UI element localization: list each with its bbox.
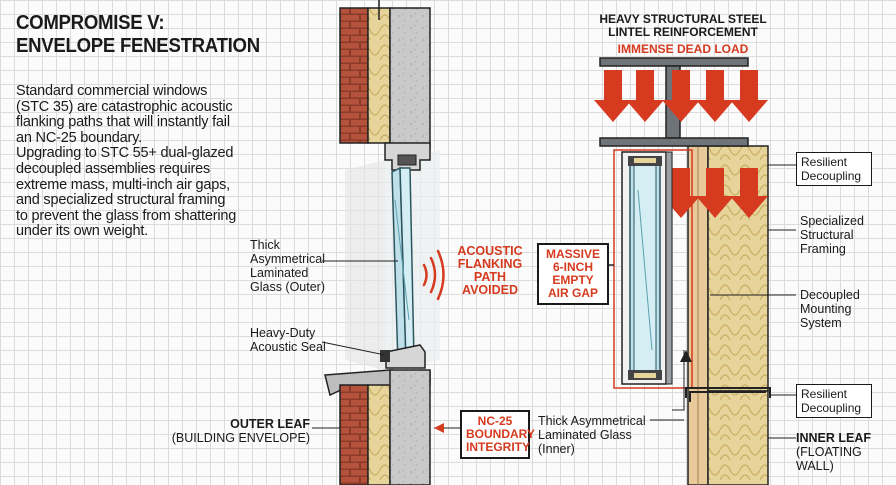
dead-load-arrows <box>594 70 768 218</box>
leader-lines-inner <box>650 164 796 439</box>
nc25-arrow-icon <box>434 423 444 433</box>
description-p1: Standard commercial windows (STC 35) are… <box>16 83 233 146</box>
dead-load-label: IMMENSE DEAD LOAD <box>617 42 749 56</box>
flanking-path-label: ACOUSTIC FLANKING PATH AVOIDED <box>457 244 523 297</box>
page-title: COMPROMISE V: ENVELOPE FENESTRATION <box>16 12 260 57</box>
structural-framing-label: Specialized Structural Framing <box>800 214 864 256</box>
lintel-title: HEAVY STRUCTURAL STEEL LINTEL REINFORCEM… <box>599 12 767 39</box>
resilient-decoupling-bottom: Resilient Decoupling <box>796 384 872 418</box>
description: Standard commercial windows (STC 35) are… <box>16 83 238 240</box>
inner-leaf-label: INNER LEAF (FLOATING WALL) <box>796 431 871 473</box>
mounting-system-label: Decoupled Mounting System <box>800 288 860 330</box>
outer-wall-upper <box>339 0 431 149</box>
resilient-brackets <box>685 387 771 402</box>
description-p2: Upgrading to STC 55+ dual-glazed decoupl… <box>16 145 237 240</box>
outer-wall-lower <box>339 369 431 485</box>
acoustic-seal-label: Heavy-Duty Acoustic Seal <box>250 326 326 354</box>
sound-wave-icon <box>422 249 445 301</box>
outer-glass-label: Thick Asymmetrical Laminated Glass (Oute… <box>250 238 326 294</box>
inner-glass-label: Thick Asymmetrical Laminated Glass (Inne… <box>538 414 646 456</box>
outer-window-head <box>384 142 431 171</box>
inner-glass-arrow-icon <box>680 350 692 362</box>
inner-window-assembly <box>613 149 693 389</box>
nc25-boundary-badge: NC-25 BOUNDARY INTEGRITY <box>460 410 535 459</box>
resilient-decoupling-top: Resilient Decoupling <box>796 152 872 186</box>
outer-leaf-label: OUTER LEAF (BUILDING ENVELOPE) <box>171 417 310 445</box>
air-gap-badge: MASSIVE 6-INCH EMPTY AIR GAP <box>537 243 609 305</box>
